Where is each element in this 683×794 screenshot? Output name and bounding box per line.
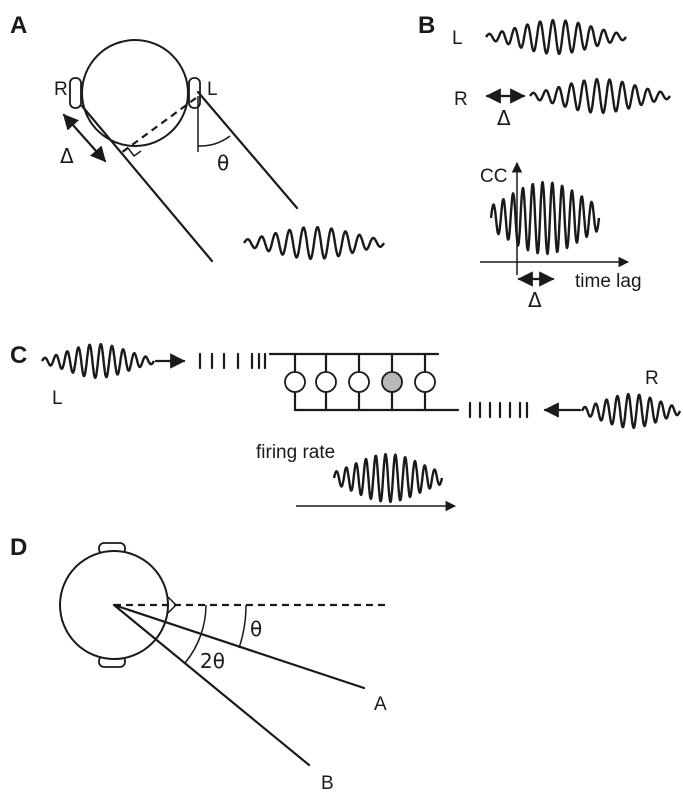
left-signal-wave (485, 18, 627, 56)
right-input-wave (580, 392, 682, 430)
firing-rate-label: firing rate (256, 442, 335, 463)
left-spike-train (198, 352, 267, 370)
left-input-wave (40, 343, 156, 379)
two-theta-arc-d (184, 604, 207, 664)
coincidence-detector (348, 371, 370, 393)
theta-label-a: θ (217, 151, 229, 175)
wavefront-line (120, 97, 197, 154)
delta-label-b: Δ (497, 106, 511, 130)
firing-rate-wave (332, 452, 444, 504)
head-a (81, 39, 189, 147)
two-theta-label-d: 2θ (200, 649, 225, 673)
theta-arc-a (197, 135, 231, 147)
panel-d-label: D (10, 534, 27, 561)
right-signal-wave (529, 77, 671, 115)
left-input-label: L (52, 388, 63, 409)
point-a-label: A (374, 694, 387, 715)
point-b-label: B (321, 773, 334, 794)
delta-label-a: Δ (60, 144, 74, 168)
panel-b-label: B (418, 12, 435, 39)
coincidence-detector (284, 371, 306, 393)
line-to-b (112, 603, 311, 767)
sound-wave-a (242, 226, 386, 260)
theta-arc-d (238, 604, 247, 649)
panel-c-label: C (10, 342, 27, 369)
delta-arrow-a (62, 113, 107, 163)
right-signal-label: R (454, 89, 468, 110)
panel-a-label: A (10, 12, 27, 39)
coincidence-detector (315, 371, 337, 393)
theta-label-d: θ (250, 617, 262, 641)
path-line-left (196, 90, 299, 210)
right-input-label: R (645, 368, 659, 389)
panel-d: D θ 2θ A B (10, 534, 387, 794)
cc-axis-label: CC (480, 166, 507, 187)
right-spike-train (468, 401, 529, 419)
time-lag-label: time lag (575, 271, 642, 292)
panel-a: A R L θ Δ (10, 12, 386, 263)
coincidence-detector (414, 371, 436, 393)
coincidence-detector-active (381, 371, 403, 393)
cross-correlation-wave (489, 180, 601, 256)
right-angle-mark (127, 147, 142, 158)
delta-label-cc: Δ (528, 288, 542, 312)
panel-b: B L R Δ CC time lag Δ (418, 12, 671, 312)
right-ear-label-a: R (54, 79, 68, 100)
right-ear-a (69, 77, 82, 109)
left-signal-label: L (452, 28, 463, 49)
left-ear-label-a: L (207, 79, 218, 100)
coincidence-detectors (284, 352, 436, 412)
panel-c: C L R firing rate (10, 342, 682, 512)
